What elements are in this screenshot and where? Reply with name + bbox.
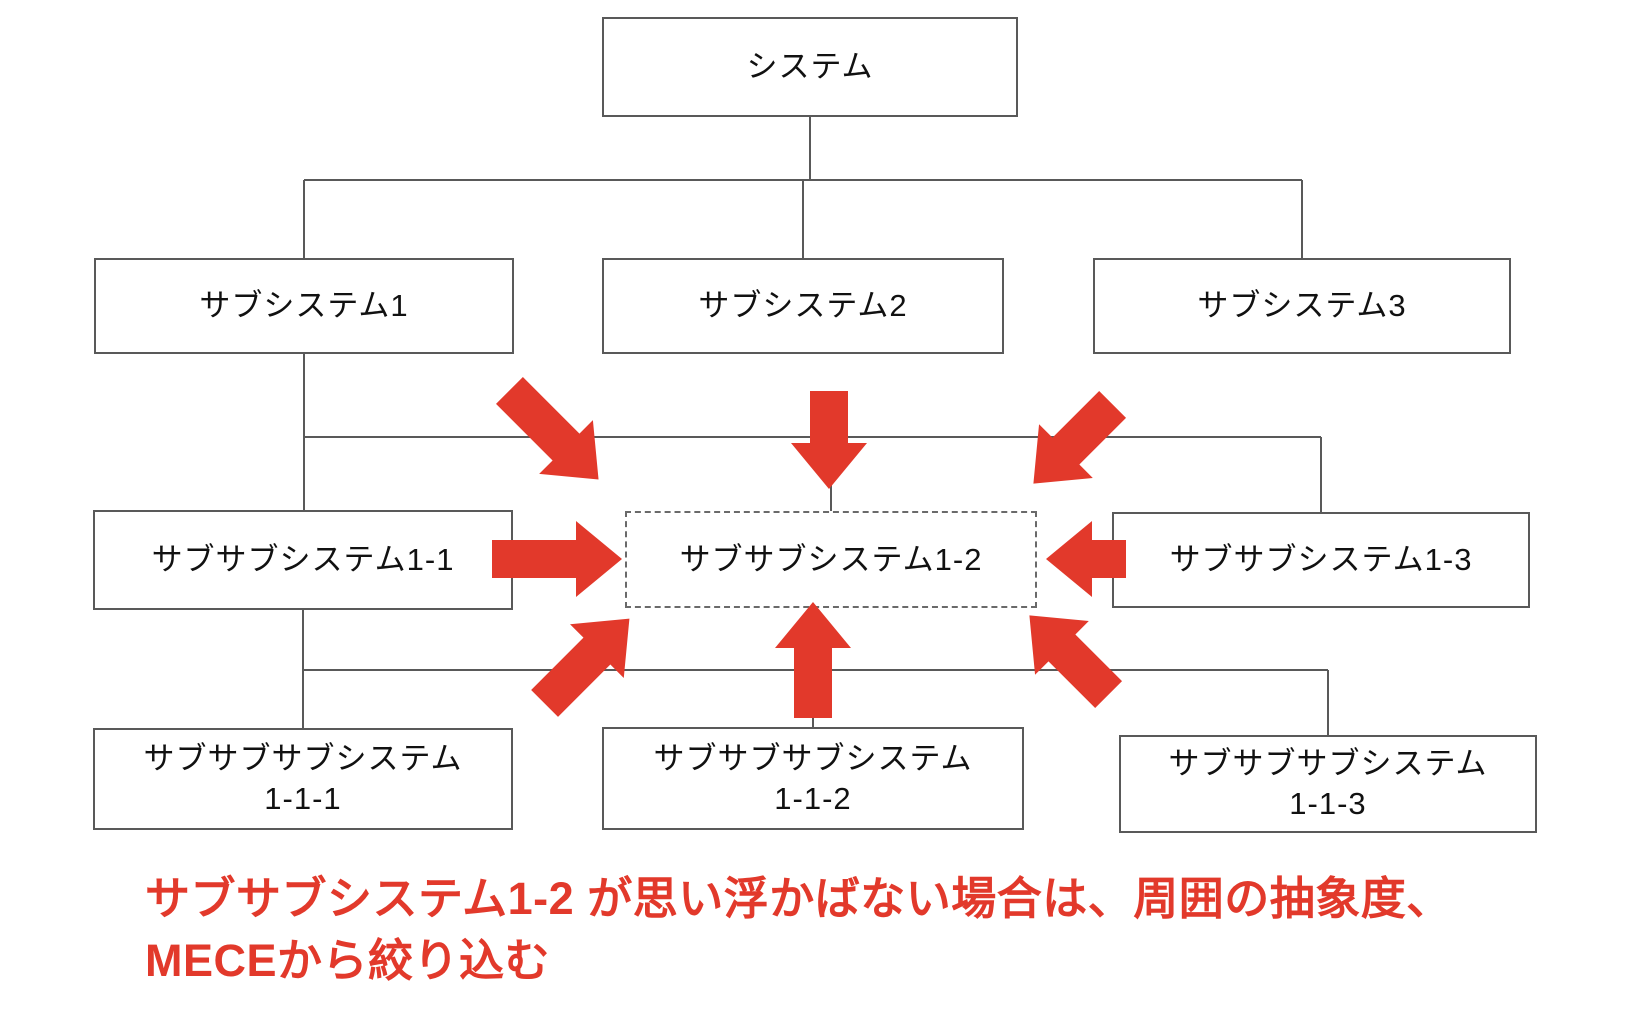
arrow-top-icon: [791, 391, 867, 489]
arrow-top-right-icon: [1033, 390, 1127, 484]
annotation-line-2: MECEから絞り込む: [145, 935, 551, 986]
node-subsubsubsystem-1-1-1: サブサブサブシステム 1-1-1: [93, 728, 513, 830]
arrow-top-left-icon: [496, 377, 599, 480]
node-subsubsystem-1-3: サブサブシステム1-3: [1112, 512, 1530, 608]
arrow-bottom-left-icon: [531, 618, 630, 717]
node-system: システム: [602, 17, 1018, 117]
annotation-text: サブサブシステム1-2 が思い浮かばない場合は、周囲の抽象度、 MECEから絞り…: [145, 868, 1452, 992]
annotation-line-1: サブサブシステム1-2 が思い浮かばない場合は、周囲の抽象度、: [145, 873, 1452, 924]
node-subsubsystem-1-2-dashed: サブサブシステム1-2: [625, 511, 1037, 608]
node-subsubsubsystem-1-1-2: サブサブサブシステム 1-1-2: [602, 727, 1024, 830]
node-subsystem-1: サブシステム1: [94, 258, 514, 354]
node-subsystem-2: サブシステム2: [602, 258, 1004, 354]
tree-connector-lines: [302, 117, 1329, 735]
node-subsystem-3: サブシステム3: [1093, 258, 1511, 354]
node-subsubsubsystem-1-1-3: サブサブサブシステム 1-1-3: [1119, 735, 1537, 833]
arrow-bottom-icon: [775, 602, 851, 718]
arrow-bottom-right-icon: [1029, 615, 1123, 709]
node-subsubsystem-1-1: サブサブシステム1-1: [93, 510, 513, 610]
